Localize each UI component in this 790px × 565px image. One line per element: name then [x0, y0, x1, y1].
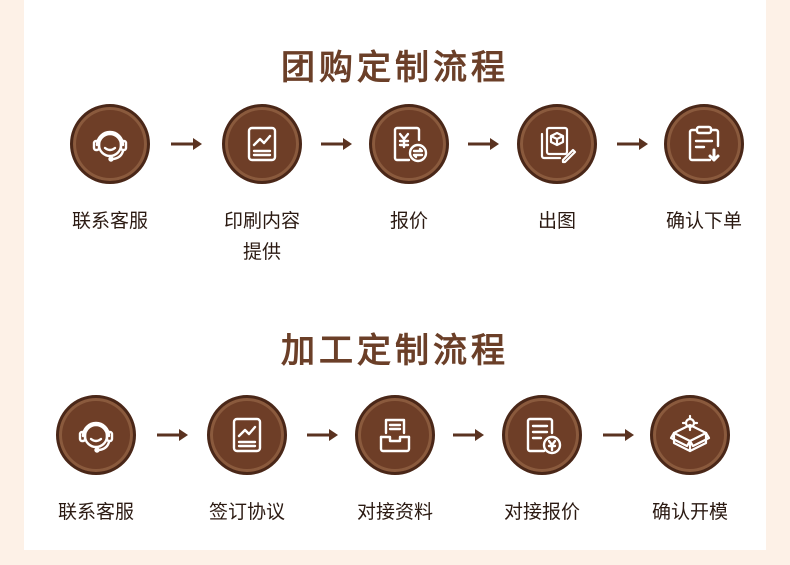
- arrow-right-icon: [603, 429, 634, 441]
- process-step-materials: 对接资料: [330, 395, 460, 528]
- arrow-right-icon: [617, 138, 648, 150]
- group-step-content: 印刷内容 提供: [197, 104, 327, 268]
- price-quote-icon: [369, 104, 449, 184]
- process-step-pricing: 对接报价: [477, 395, 607, 528]
- group-step-design: 出图: [492, 104, 622, 237]
- process-step-contact-label: 联系客服: [57, 501, 134, 523]
- arrow-right-icon: [453, 429, 484, 441]
- group-step-contact: 联系客服: [45, 104, 175, 237]
- arrow-right-icon: [171, 138, 202, 150]
- group-title: 团购定制流程: [281, 48, 509, 88]
- process-title: 加工定制流程: [281, 331, 509, 371]
- document-chart-icon: [207, 395, 287, 475]
- headset-icon: [70, 104, 150, 184]
- process-step-mold-label: 确认开模: [651, 501, 728, 523]
- group-step-quote-label: 报价: [389, 210, 428, 232]
- group-step-contact-label: 联系客服: [71, 210, 148, 232]
- mold-box-icon: [650, 395, 730, 475]
- arrow-right-icon: [468, 138, 499, 150]
- process-step-materials-label: 对接资料: [356, 501, 433, 523]
- process-step-pricing-label: 对接报价: [503, 501, 580, 523]
- group-step-order: 确认下单: [639, 104, 769, 237]
- group-step-quote: 报价: [344, 104, 474, 237]
- arrow-right-icon: [321, 138, 352, 150]
- process-step-agreement-label: 签订协议: [208, 501, 285, 523]
- headset-icon: [56, 395, 136, 475]
- price-document-icon: [502, 395, 582, 475]
- group-step-design-label: 出图: [537, 210, 576, 232]
- document-chart-icon: [222, 104, 302, 184]
- order-download-icon: [664, 104, 744, 184]
- arrow-right-icon: [307, 429, 338, 441]
- process-steps: 联系客服 签订协议 对接资料: [0, 395, 790, 565]
- process-step-contact: 联系客服: [31, 395, 161, 528]
- process-step-agreement: 签订协议: [182, 395, 312, 528]
- process-step-mold: 确认开模: [625, 395, 755, 528]
- design-drawing-icon: [517, 104, 597, 184]
- arrow-right-icon: [157, 429, 188, 441]
- group-step-order-label: 确认下单: [665, 210, 742, 232]
- group-step-content-label: 印刷内容 提供: [223, 210, 300, 263]
- file-tray-icon: [355, 395, 435, 475]
- group-steps: 联系客服 印刷内容 提供 报价: [0, 104, 790, 274]
